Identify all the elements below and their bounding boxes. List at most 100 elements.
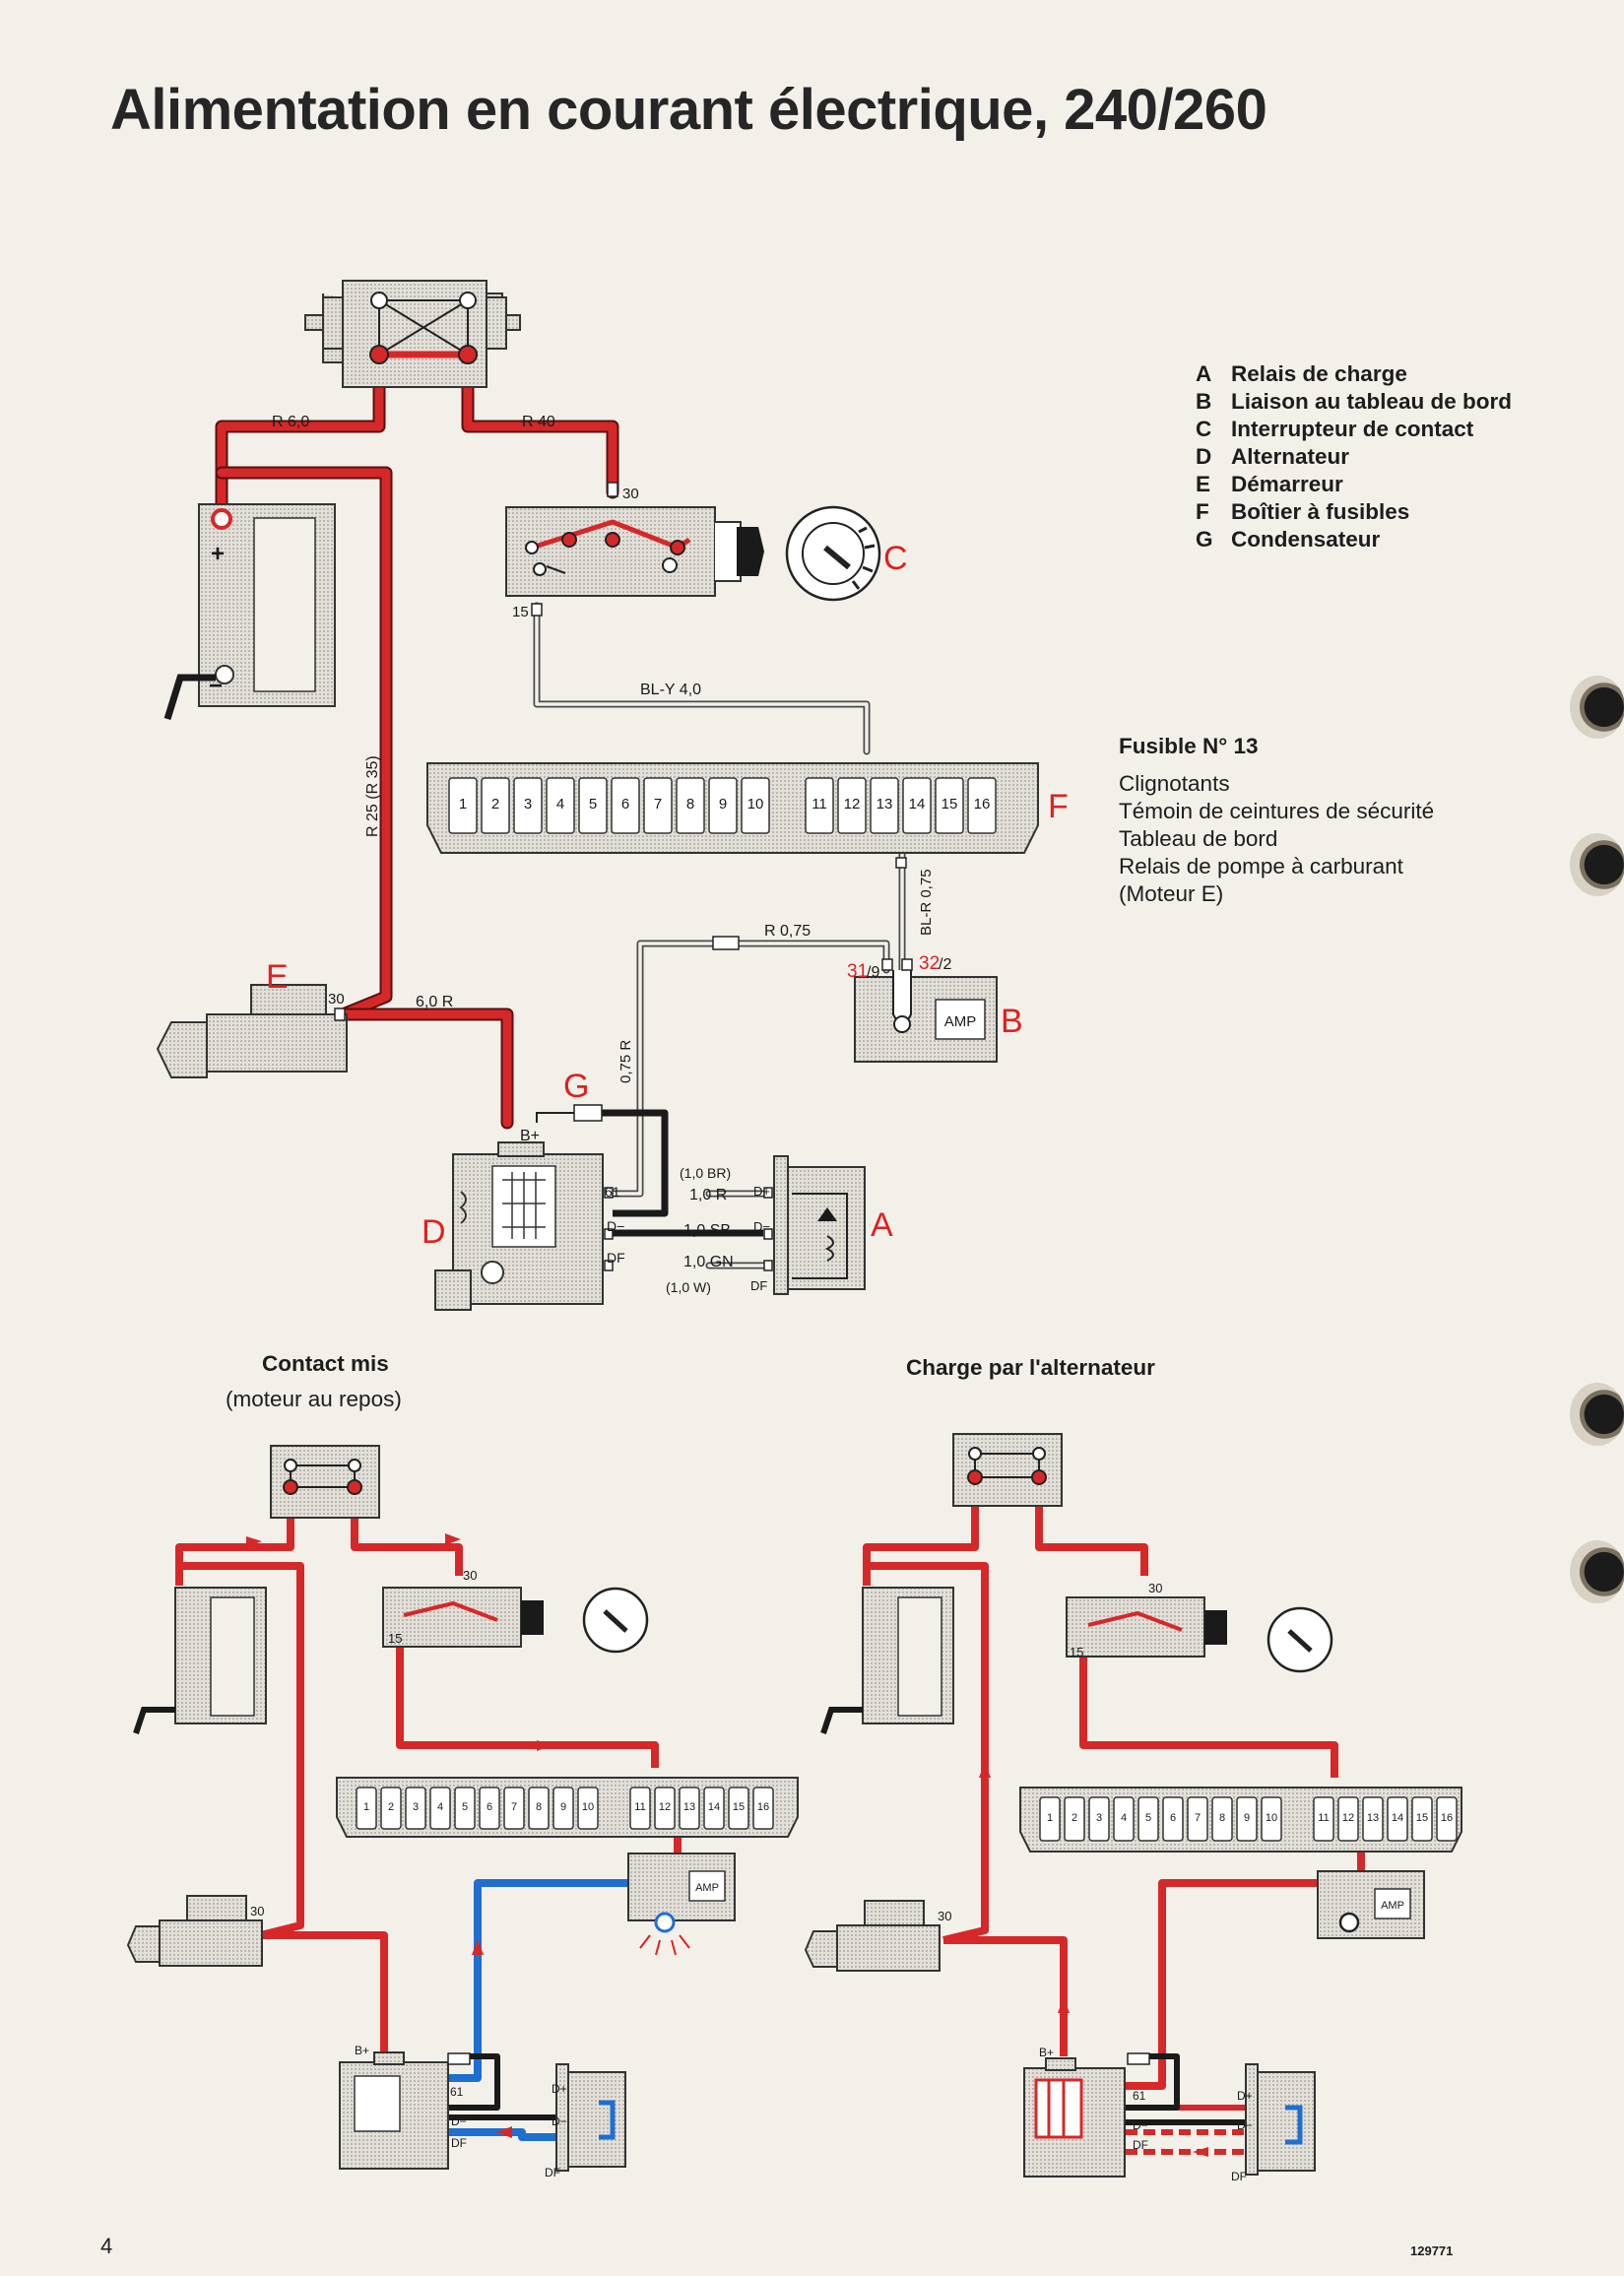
fuse-number: 9	[719, 796, 727, 813]
label-a: A	[871, 1206, 893, 1244]
charge-alternateur-title: Charge par l'alternateur	[906, 1355, 1155, 1380]
fuse-slot	[503, 1787, 525, 1830]
fuse-slot	[708, 777, 738, 834]
fuse-slot	[1387, 1796, 1408, 1842]
fuse-slot	[805, 777, 834, 834]
fuse-number: 12	[1342, 1812, 1354, 1824]
fuse-number: 4	[556, 796, 564, 813]
fuse-number: 1	[459, 796, 467, 813]
fuse-number: 8	[1219, 1812, 1225, 1824]
binder-hole	[1570, 1383, 1624, 1446]
fuse-number: 7	[654, 796, 662, 813]
fuse-slot	[1088, 1796, 1110, 1842]
fuse-number: 8	[536, 1801, 542, 1813]
fuse-number: 2	[388, 1801, 394, 1813]
label-b: B	[1001, 1003, 1023, 1040]
terminal-30-label: 30	[622, 486, 639, 502]
contact-mis-subtitle: (moteur au repos)	[226, 1387, 402, 1411]
fuse-number: 2	[1072, 1812, 1077, 1824]
fuse-number: 11	[812, 796, 827, 813]
terminal-2-label: /2	[939, 956, 951, 973]
fuse-number: 3	[524, 796, 532, 813]
binder-hole	[1570, 1540, 1624, 1603]
fuse-slot	[1337, 1796, 1359, 1842]
fuse-13-item: Témoin de ceintures de sécurité	[1119, 799, 1435, 823]
fuse-slot	[1039, 1796, 1061, 1842]
fuse-number: 3	[1096, 1812, 1102, 1824]
top-junction-box	[304, 280, 521, 388]
fuse-number: 3	[413, 1801, 419, 1813]
fuse-slot	[752, 1787, 774, 1830]
fuse-slot	[728, 1787, 749, 1830]
fuse-number: 1	[1047, 1812, 1053, 1824]
fuse-number: 16	[1441, 1812, 1453, 1824]
terminal-30-label: 30	[1148, 1581, 1162, 1595]
terminal-15-label: 15	[1070, 1645, 1083, 1659]
alt-terminal-df: DF	[451, 2136, 467, 2150]
fuse-number: 2	[491, 796, 499, 813]
alt-terminal-dminus: D−	[451, 2114, 467, 2128]
fuse-slot	[528, 1787, 550, 1830]
relay-df: DF	[1231, 2170, 1247, 2183]
wire-label: 0,75 R	[617, 1040, 634, 1083]
alt-terminal-dminus: D−	[607, 1218, 624, 1234]
fuse-number: 7	[511, 1801, 517, 1813]
fuse-slot	[679, 1787, 700, 1830]
fuse-13-item: Relais de pompe à carburant	[1119, 854, 1403, 878]
fuse-number: 6	[1170, 1812, 1176, 1824]
alternator-bplus: B+	[520, 1128, 540, 1144]
fuse-slot	[1362, 1796, 1384, 1842]
terminal-15-label: 15	[388, 1631, 402, 1646]
starter-terminal-30: 30	[250, 1904, 264, 1918]
terminal-9-label: /9	[867, 964, 879, 981]
fuse-slot	[1261, 1796, 1282, 1842]
fuse-slot	[454, 1787, 476, 1830]
fuse-slot	[1411, 1796, 1433, 1842]
alt-terminal-61: 61	[450, 2085, 464, 2099]
fuse-13-info: Fusible N° 13 Clignotants Témoin de cein…	[1119, 733, 1434, 908]
fuse-number: 10	[582, 1801, 594, 1813]
relay-dminus: D−	[753, 1219, 770, 1234]
ignition-switch: 30 15	[505, 482, 881, 620]
fuse-slot	[546, 777, 575, 834]
relay-dplus: D+	[1237, 2089, 1253, 2103]
fuse-slot	[611, 777, 640, 834]
battery: + −	[163, 503, 336, 721]
relay-dminus: D−	[1237, 2118, 1253, 2132]
wire-label: 1,0 GN	[683, 1254, 734, 1270]
wire-label: 6,0 R	[416, 994, 453, 1010]
label-d: D	[422, 1213, 446, 1251]
fuse-slot	[578, 777, 608, 834]
alt-terminal-61: 61	[1133, 2089, 1146, 2103]
fuse-number: 14	[1392, 1812, 1403, 1824]
fuse-number: 16	[974, 796, 991, 813]
label-e: E	[266, 958, 289, 996]
fuse-slot	[1313, 1796, 1334, 1842]
fuse-number: 14	[909, 796, 926, 813]
fuse-number: 4	[1121, 1812, 1127, 1824]
starter-terminal-30: 30	[328, 991, 345, 1008]
terminal-15-label: 15	[512, 604, 529, 620]
fuse-slot	[643, 777, 673, 834]
binder-hole	[1570, 676, 1624, 739]
fuse-slot	[577, 1787, 599, 1830]
relay-dminus: D−	[552, 2114, 567, 2128]
reference-number: 129771	[1410, 2243, 1454, 2258]
fuse-slot	[380, 1787, 402, 1830]
fuse-number: 6	[621, 796, 629, 813]
fuse-slot	[837, 777, 867, 834]
fuse-slot	[448, 777, 478, 834]
terminal-30-label: 30	[463, 1568, 477, 1583]
fuse-number: 15	[733, 1801, 745, 1813]
